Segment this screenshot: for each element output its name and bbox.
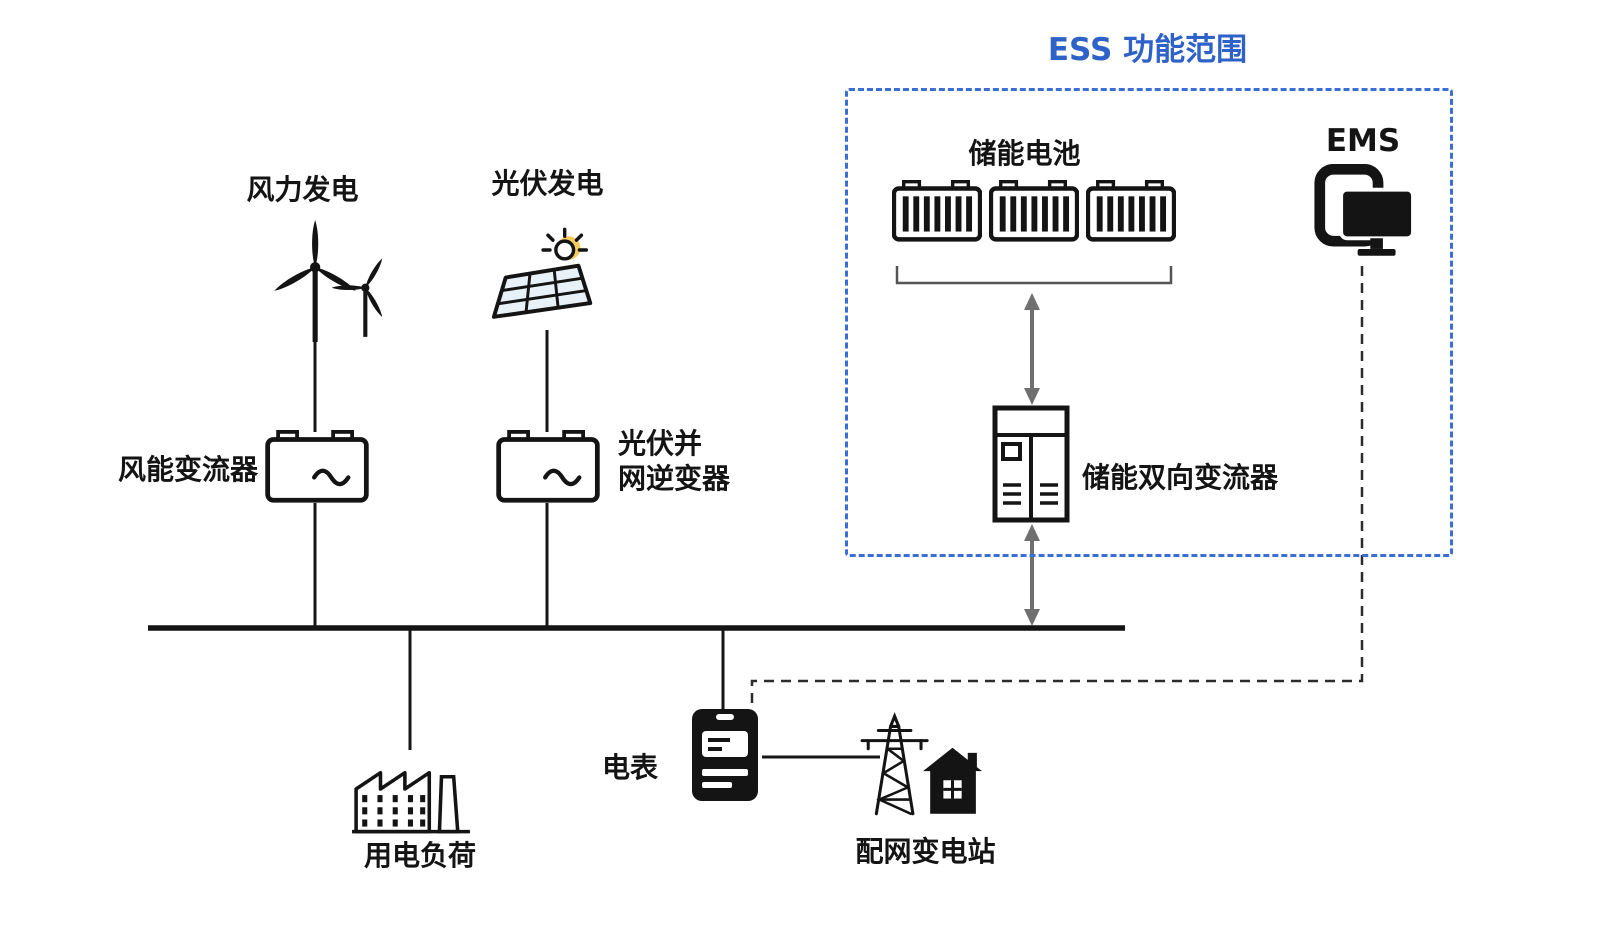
substation-icon — [854, 708, 984, 818]
pv-inverter-label-line2: 网逆变器 — [618, 462, 731, 495]
wind-turbine-icon — [266, 214, 394, 342]
ess-scope-title: ESS 功能范围 — [1047, 32, 1248, 68]
pv-inverter-label-line1: 光伏并 — [618, 427, 703, 460]
wind-converter-icon — [262, 430, 372, 504]
electric-meter-icon — [686, 706, 764, 806]
bidirectional-converter-label: 储能双向变流器 — [1082, 461, 1279, 494]
bidirectional-converter-icon — [992, 404, 1070, 524]
pv-inverter-label: 光伏并 网逆变器 — [618, 426, 730, 496]
factory-icon — [350, 746, 474, 836]
ems-icon — [1312, 164, 1414, 262]
wind-generation-label: 风力发电 — [246, 173, 359, 206]
ess-scope-box — [845, 88, 1453, 557]
battery-converter-arrow — [1024, 293, 1040, 405]
storage-battery-icon-3 — [1086, 180, 1176, 242]
electric-load-label: 用电负荷 — [363, 839, 476, 872]
electric-meter-label: 电表 — [602, 751, 659, 784]
storage-battery-icon-2 — [989, 180, 1079, 242]
solar-panel-icon — [488, 224, 606, 332]
wind-converter-label: 风能变流器 — [117, 453, 258, 486]
pv-inverter-icon — [493, 430, 603, 504]
battery-bracket — [895, 266, 1173, 285]
storage-battery-icon-1 — [892, 180, 982, 242]
ems-label: EMS — [1325, 123, 1401, 159]
substation-label: 配网变电站 — [855, 835, 996, 868]
ems-control-dashed-line — [750, 266, 1364, 710]
pv-generation-label: 光伏发电 — [491, 167, 604, 200]
converter-bus-arrow — [1024, 524, 1040, 626]
storage-battery-label: 储能电池 — [968, 137, 1081, 170]
